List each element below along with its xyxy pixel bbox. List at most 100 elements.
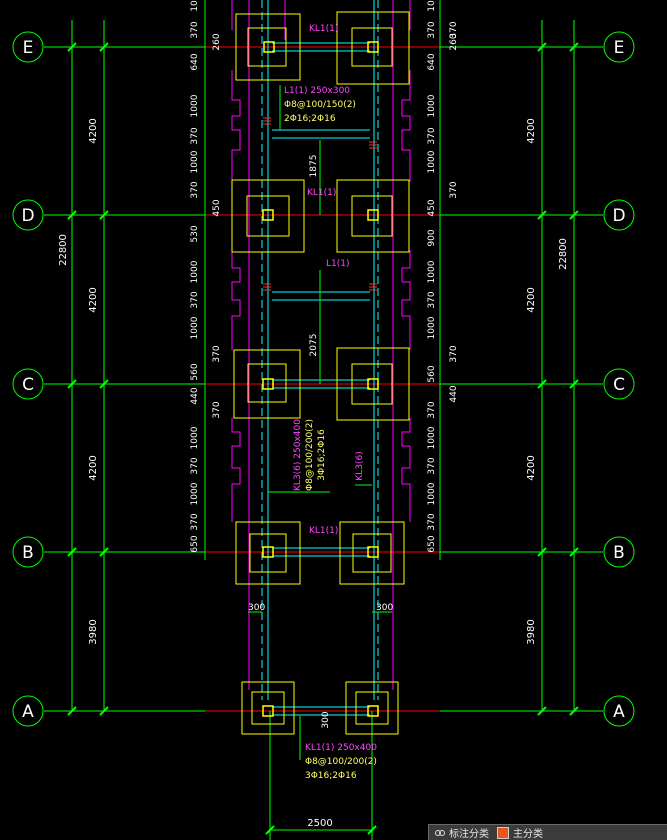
dim-r-13: 370: [427, 401, 437, 418]
dim-r2-03: 370: [449, 181, 459, 198]
dim-r-10: 370: [427, 291, 437, 308]
span-dc-right: 4200: [526, 287, 537, 312]
axis-label-e-left: E: [23, 38, 34, 58]
main-category-label: 主分类: [513, 829, 543, 840]
dim-2075: 2075: [309, 334, 319, 357]
dim-l-01: 10: [190, 0, 200, 12]
grid-bubble-b-right[interactable]: [603, 536, 635, 568]
beam-kl1-label-b: KL1(1): [309, 526, 338, 536]
leader-lines: [248, 85, 392, 760]
dim-l-12: 560: [190, 363, 200, 380]
dim-r-06: 1000: [427, 150, 437, 173]
dim-l-08: 530: [190, 225, 200, 242]
dim-r-01: 10: [427, 0, 437, 12]
dim-r-03: 640: [427, 53, 437, 70]
dim-1875: 1875: [309, 155, 319, 178]
dimension-lines: [67, 0, 579, 840]
dim-l-14: 1000: [190, 426, 200, 449]
beam-l1-spec: L1(1) 250x300: [284, 86, 350, 96]
dim-300-left: 300: [248, 603, 265, 613]
total-left: 22800: [58, 234, 69, 266]
dim-r-02: 370: [427, 21, 437, 38]
dim-r2-05: 440: [449, 385, 459, 402]
dim-r-14: 1000: [427, 426, 437, 449]
beam-kl3-rebar: 3Φ16;2Φ16: [317, 429, 327, 481]
axis-label-b-left: B: [22, 543, 34, 563]
dim-l-06: 1000: [190, 150, 200, 173]
dim-r-12: 560: [427, 365, 437, 382]
dim-r-09: 1000: [427, 260, 437, 283]
axis-label-e-right: E: [614, 38, 625, 58]
dim-r-07: 450: [427, 199, 437, 216]
grid-bubble-a-right[interactable]: [603, 695, 635, 727]
grid-bubble-b-left[interactable]: [12, 536, 44, 568]
columns: [262, 41, 379, 717]
beam-kl1-rebar-a: 3Φ16;2Φ16: [305, 771, 357, 781]
dim-r-15: 370: [427, 457, 437, 474]
axis-label-b-right: B: [613, 543, 625, 563]
main-category-button[interactable]: 主分类: [497, 825, 543, 840]
footings: [231, 11, 410, 735]
span-ba-right: 3980: [526, 619, 537, 644]
span-ed-right: 4200: [526, 118, 537, 143]
axis-label-a-left: A: [22, 702, 34, 722]
axis-label-c-right: C: [613, 375, 625, 395]
dim-l-16: 1000: [190, 482, 200, 505]
dim-l-04: 1000: [190, 94, 200, 117]
axis-label-a-right: A: [613, 702, 625, 722]
dim-l-07: 370: [190, 181, 200, 198]
beam-kl3-stirrup: Φ8@100/200(2): [305, 419, 315, 491]
beam-kl3-label: KL3(6): [355, 451, 365, 480]
axis-label-d-left: D: [21, 206, 34, 226]
grid-bubble-e-left[interactable]: [12, 31, 44, 63]
grid-bubble-d-left[interactable]: [12, 199, 44, 231]
grid-bubble-a-left[interactable]: [12, 695, 44, 727]
beam-kl1-label-d: KL1(1): [307, 188, 336, 198]
dim-r-17: 370: [427, 513, 437, 530]
span-dc-left: 4200: [88, 287, 99, 312]
dim-l-11: 1000: [190, 316, 200, 339]
dim-l-15: 370: [190, 457, 200, 474]
dim-l-17: 370: [190, 513, 200, 530]
total-right: 22800: [558, 238, 569, 270]
layer-status-bar: 标注分类 主分类: [428, 824, 667, 840]
dim-r-08: 900: [427, 229, 437, 246]
dim-l-10: 370: [190, 291, 200, 308]
dim-l-18: 650: [190, 535, 200, 552]
wall-inner-lines: [248, 0, 394, 690]
dim-l-02: 370: [190, 21, 200, 38]
dim-l2-02: 450: [212, 199, 222, 216]
grid-bubble-c-right[interactable]: [603, 368, 635, 400]
wall-outline: [231, 0, 411, 522]
horizontal-grid-lines: [44, 46, 603, 712]
axis-label-d-right: D: [612, 206, 625, 226]
dim-300-a: 300: [321, 711, 331, 728]
span-ed-left: 4200: [88, 118, 99, 143]
dim-l-09: 1000: [190, 260, 200, 283]
dim-r2-02: 260: [449, 33, 459, 50]
grid-bubbles[interactable]: [12, 31, 635, 727]
span-ba-left: 3980: [88, 619, 99, 644]
dim-l-05: 370: [190, 127, 200, 144]
beam-l1-rebar: 2Φ16;2Φ16: [284, 114, 336, 124]
dim-300-right: 300: [376, 603, 393, 613]
dim-r2-04: 370: [449, 345, 459, 362]
dim-r-04: 1000: [427, 94, 437, 117]
dim-l2-01: 260: [212, 33, 222, 50]
span-cb-right: 4200: [526, 455, 537, 480]
beam-kl1-label-e: KL1(1): [309, 24, 338, 34]
grid-bubble-d-right[interactable]: [603, 199, 635, 231]
grid-bubble-c-left[interactable]: [12, 368, 44, 400]
beam-kl3-spec: KL3(6) 250x400: [293, 419, 303, 491]
dim-r-11: 1000: [427, 316, 437, 339]
grid-bubble-e-right[interactable]: [603, 31, 635, 63]
annotation-category-label: 标注分类: [449, 829, 489, 840]
beam-kl1-stirrup-a: Φ8@100/200(2): [305, 757, 377, 767]
dim-l2-03: 370: [212, 345, 222, 362]
dim-r-16: 1000: [427, 482, 437, 505]
beam-l1-label: L1(1): [326, 259, 350, 269]
link-icon: [435, 829, 445, 836]
annotation-category-button[interactable]: 标注分类: [435, 825, 489, 840]
dim-r-05: 370: [427, 127, 437, 144]
